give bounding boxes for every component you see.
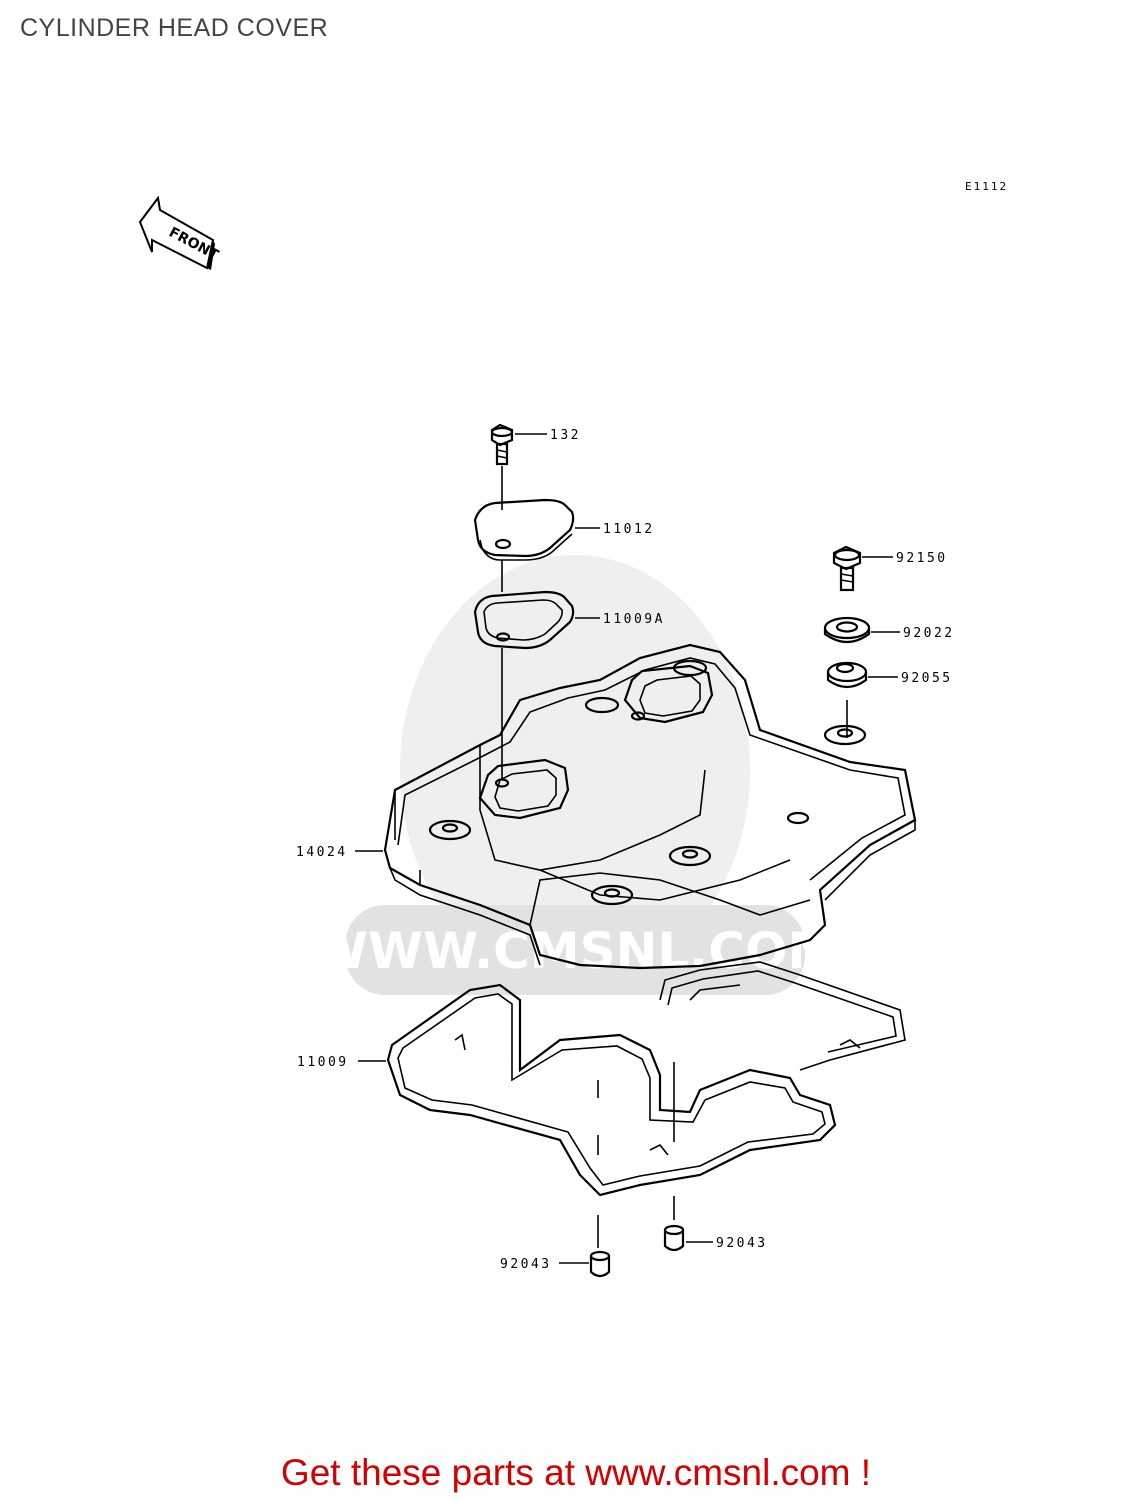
cylinder-head-cover-14024 (355, 643, 917, 970)
page-title: CYLINDER HEAD COVER (20, 14, 329, 42)
watermark-logo: WWW.CMSNL.COM (313, 555, 838, 995)
bolt-92150 (832, 545, 893, 592)
diagram-code: E1112 (965, 180, 1008, 193)
label-92043-right: 92043 (716, 1236, 768, 1251)
footer-text[interactable]: Get these parts at www.cmsnl.com ! (280, 1452, 872, 1493)
label-11012: 11012 (603, 522, 655, 537)
label-92150: 92150 (896, 551, 948, 566)
grommet-92055 (826, 661, 898, 689)
front-arrow-icon: FRONT (138, 195, 221, 270)
cap-11012 (473, 498, 600, 561)
gasket-11009a (473, 590, 600, 650)
label-92022: 92022 (903, 626, 955, 641)
label-132: 132 (550, 428, 581, 443)
watermark-text: WWW.CMSNL.COM (313, 922, 838, 980)
dowel-92043-left (559, 1250, 611, 1278)
dowel-92043-right (663, 1224, 713, 1252)
washer-92022 (823, 616, 900, 644)
bolt-132 (490, 423, 547, 466)
gasket-11009 (358, 961, 906, 1197)
label-92055: 92055 (901, 671, 953, 686)
label-14024: 14024 (296, 845, 348, 860)
label-11009: 11009 (297, 1055, 349, 1070)
footer-link[interactable]: Get these parts at www.cmsnl.com ! (0, 1452, 1146, 1494)
label-92043-left: 92043 (500, 1257, 552, 1272)
label-11009a: 11009A (603, 612, 665, 627)
